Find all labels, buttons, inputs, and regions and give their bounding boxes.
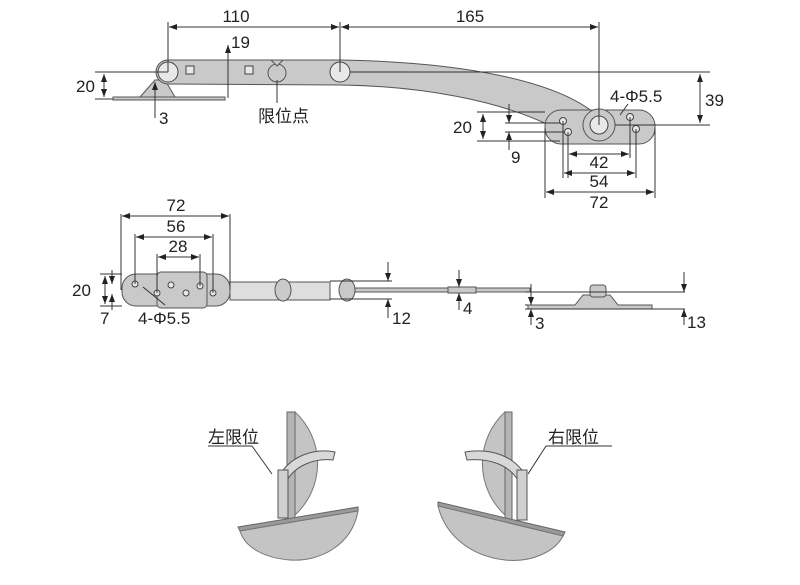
dim-20-right: 20 xyxy=(453,118,472,137)
joint xyxy=(338,278,356,302)
right-limit-illustration: 右限位 xyxy=(437,410,612,561)
hole-spec-top: 4-Φ5.5 xyxy=(610,87,662,106)
dim-20-side: 20 xyxy=(72,281,91,300)
hinge-bracket xyxy=(516,469,528,521)
dim-19: 19 xyxy=(231,33,250,52)
dim-9: 9 xyxy=(511,148,520,167)
dim-3-side: 3 xyxy=(535,314,544,333)
thin-arm xyxy=(354,287,531,293)
dim-13: 13 xyxy=(687,313,706,332)
dim-3: 3 xyxy=(159,109,168,128)
hinge-bracket xyxy=(277,469,289,519)
dim-20-left: 20 xyxy=(76,77,95,96)
dim-110: 110 xyxy=(222,7,249,26)
left-limit-leader xyxy=(251,445,273,475)
side-base-bracket xyxy=(527,294,653,310)
dim-12: 12 xyxy=(392,309,411,328)
bottom-disc xyxy=(239,510,359,561)
hinge-arm xyxy=(155,59,602,129)
side-pivot xyxy=(589,284,607,298)
mount-hole xyxy=(167,281,175,289)
mount-hole xyxy=(182,289,190,297)
arm-section xyxy=(447,286,477,294)
limit-point-label: 限位点 xyxy=(258,107,309,127)
dim-165: 165 xyxy=(456,7,484,26)
dim-72-side: 72 xyxy=(167,196,186,215)
bottom-disc xyxy=(437,505,564,561)
side-view: 72 56 28 20 7 4-Φ5.5 12 4 3 13 xyxy=(72,196,706,333)
square-hole xyxy=(185,65,195,75)
hinge-arm-illustration xyxy=(464,450,528,483)
left-limit-label: 左限位 xyxy=(208,428,259,448)
top-view: 110 165 19 20 3 限位点 4-Φ5.5 39 20 9 42 54… xyxy=(76,7,724,212)
top-dimension-lines xyxy=(95,22,710,198)
dim-28: 28 xyxy=(169,237,188,256)
joint xyxy=(274,278,292,302)
right-limit-label: 右限位 xyxy=(548,428,599,448)
square-hole xyxy=(244,65,254,75)
dim-54: 54 xyxy=(590,172,609,191)
dim-56: 56 xyxy=(167,217,186,236)
left-limit-illustration: 左限位 xyxy=(208,410,359,561)
dim-72-top: 72 xyxy=(590,193,609,212)
right-limit-leader xyxy=(527,445,547,475)
dim-4: 4 xyxy=(463,299,472,318)
dim-7: 7 xyxy=(100,309,109,328)
limit-point-tab xyxy=(269,59,285,67)
hinge-arm-illustration xyxy=(277,450,336,483)
side-dimension-lines xyxy=(100,213,687,325)
dim-39: 39 xyxy=(705,91,724,110)
hole-spec-side: 4-Φ5.5 xyxy=(138,309,190,328)
door-disc xyxy=(481,410,506,517)
dim-42: 42 xyxy=(590,153,609,172)
